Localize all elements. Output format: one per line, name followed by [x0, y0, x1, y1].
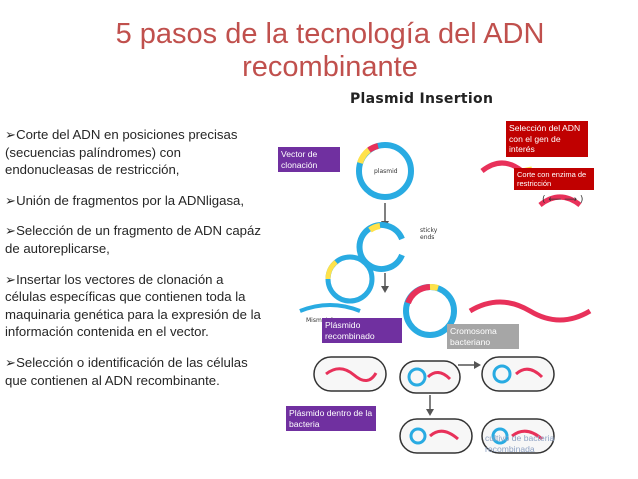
- bullet-text: Insertar los vectores de clonación a cél…: [5, 271, 261, 340]
- label-cultivo-bacteria: cultivo de bacteria recombinada: [485, 433, 555, 454]
- plasmid-ring-open: [356, 222, 405, 272]
- label-vector-clonacion: Vector de clonación: [278, 147, 340, 173]
- bullet-text: Selección o identificación de las célula…: [5, 354, 248, 388]
- plasmid-ring-mismatch: [299, 254, 375, 313]
- label-plasmido-dentro: Plásmido dentro de la bacteria: [286, 406, 376, 432]
- bacteria-cell: [399, 360, 461, 394]
- plasmid-text: plasmid: [374, 168, 398, 175]
- plasmid-diagram: [299, 142, 592, 454]
- bacteria-cell: [481, 418, 555, 454]
- bacteria-cell: [481, 356, 555, 392]
- bullet-item: ➢Unión de fragmentos por la ADNligasa,: [5, 192, 267, 210]
- label-seleccion-adn: Selección del ADN con el gen de interés: [506, 121, 588, 157]
- bullet-list: ➢Corte del ADN en posiciones precisas (s…: [5, 126, 267, 402]
- plasmid-insertion-figure: Plasmid Insertion plasmid sticky ends Mi…: [270, 85, 638, 479]
- arrow-down-icon: [426, 395, 434, 416]
- mismatch-text: Mismatch: [306, 317, 335, 324]
- bullet-item: ➢Corte del ADN en posiciones precisas (s…: [5, 126, 267, 179]
- title-line-1: 5 pasos de la tecnología del ADN: [115, 18, 545, 50]
- title-line-2: recombinante: [242, 51, 418, 83]
- bullet-text: Selección de un fragmento de ADN capáz d…: [5, 223, 261, 256]
- sticky-ends-text: sticky ends: [420, 227, 438, 241]
- bacteria-cell: [313, 356, 387, 392]
- figure-title: Plasmid Insertion: [350, 91, 494, 107]
- bullet-item: ➢Selección o identificación de las célul…: [5, 354, 267, 389]
- bacteria-cell: [399, 418, 473, 454]
- arrow-right-icon: [458, 361, 481, 369]
- label-cromosoma-bacteriano: Cromosoma bacteriano: [447, 324, 519, 350]
- bullet-arrow-icon: ➢: [5, 223, 17, 239]
- dna-fragment-chromosome: [468, 299, 592, 323]
- arrow-down-icon: [381, 273, 389, 293]
- plasmid-ring-recombinant: [403, 283, 457, 338]
- bullet-arrow-icon: ➢: [5, 192, 17, 208]
- slide-title: 5 pasos de la tecnología del ADN recombi…: [60, 18, 600, 84]
- label-plasmido-recombinado: Plásmido recombinado: [322, 318, 402, 344]
- bullet-arrow-icon: ➢: [5, 127, 17, 142]
- bullet-text: Unión de fragmentos por la ADNligasa,: [16, 192, 245, 208]
- bullet-item: ➢Insertar los vectores de clonación a cé…: [5, 271, 267, 341]
- label-corte-enzima: Corte con enzima de restricción: [514, 168, 594, 190]
- bullet-arrow-icon: ➢: [5, 354, 17, 370]
- plasmid-ring-top: [356, 142, 414, 200]
- bullet-arrow-icon: ➢: [5, 271, 17, 287]
- bullet-item: ➢Selección de un fragmento de ADN capáz …: [5, 222, 267, 257]
- scissors-text: ( ⟵ ⟶ ): [542, 195, 584, 205]
- bullet-text: Corte del ADN en posiciones precisas (se…: [5, 127, 238, 178]
